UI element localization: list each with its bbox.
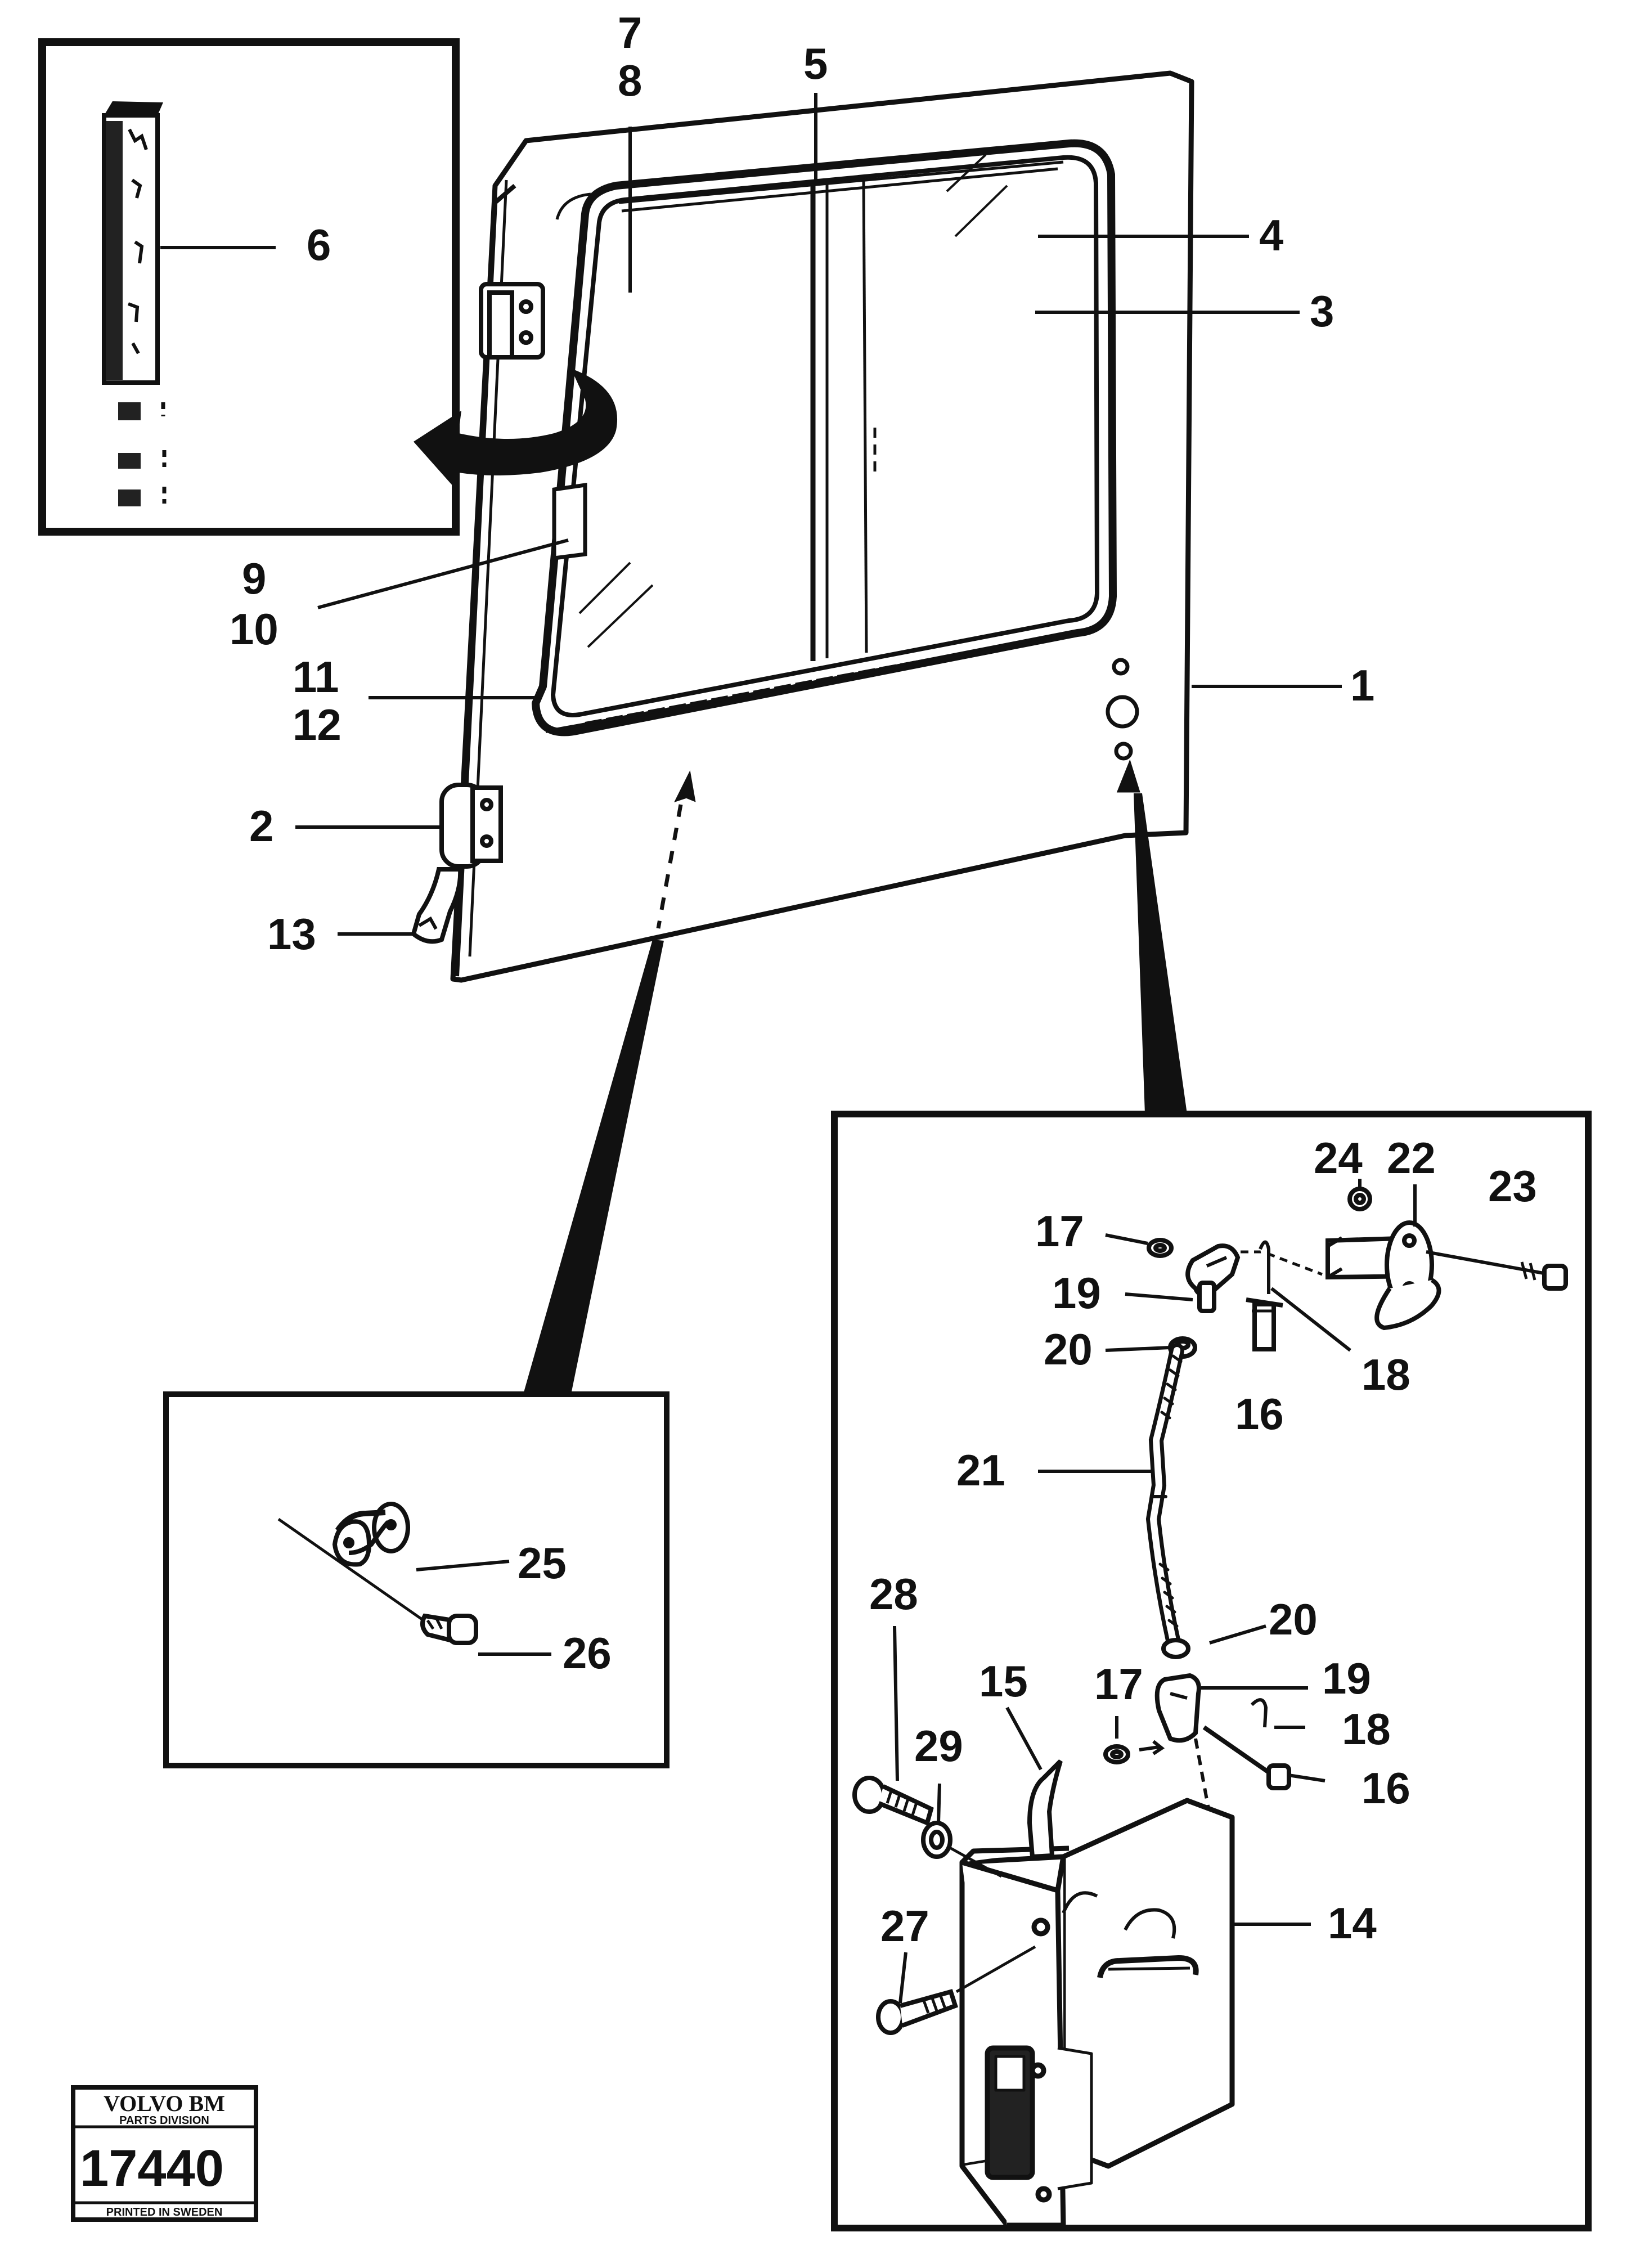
stamp-number: 17440 bbox=[80, 2140, 224, 2197]
callout-wedges bbox=[523, 793, 1187, 1394]
door-window bbox=[532, 139, 1117, 736]
callout-14: 14 bbox=[1328, 1898, 1377, 1948]
callout-6: 6 bbox=[307, 220, 331, 270]
lock-inset bbox=[831, 1111, 1592, 2231]
callout-17-upper: 17 bbox=[1035, 1206, 1084, 1256]
callout-17-lower: 17 bbox=[1094, 1659, 1143, 1709]
pointer-arrows bbox=[656, 759, 1140, 929]
callout-27: 27 bbox=[880, 1901, 929, 1951]
callout-8: 8 bbox=[618, 56, 642, 105]
callout-1: 1 bbox=[1350, 661, 1374, 710]
leader-lines bbox=[160, 93, 1417, 2004]
callout-2: 2 bbox=[249, 801, 273, 851]
lock-body-icon bbox=[959, 1798, 1235, 2228]
callout-9: 9 bbox=[242, 554, 266, 603]
callout-16-lower: 16 bbox=[1362, 1763, 1410, 1813]
lock-lever-icon bbox=[1027, 1759, 1063, 1860]
callout-18-lower: 18 bbox=[1342, 1704, 1391, 1754]
outer-handle-icon bbox=[1326, 1187, 1568, 1331]
callout-11: 11 bbox=[293, 652, 339, 702]
callout-22: 22 bbox=[1387, 1133, 1436, 1183]
callout-5: 5 bbox=[803, 39, 828, 88]
seal-strip-icon bbox=[102, 101, 167, 506]
callout-21: 21 bbox=[956, 1445, 1005, 1495]
callout-18-upper: 18 bbox=[1362, 1350, 1410, 1399]
upper-clevis-icon bbox=[1147, 1238, 1323, 1359]
seal-inset bbox=[38, 38, 460, 536]
callout-23: 23 bbox=[1488, 1161, 1537, 1211]
callout-15: 15 bbox=[979, 1656, 1028, 1706]
stamp-brand: VOLVO BM bbox=[104, 2091, 225, 2116]
volvo-bm-stamp: VOLVO BM PARTS DIVISION 17440 PRINTED IN… bbox=[71, 2085, 258, 2222]
stamp-division: PARTS DIVISION bbox=[119, 2114, 209, 2127]
door-tab-icon bbox=[552, 482, 587, 560]
callout-19-upper: 19 bbox=[1052, 1268, 1101, 1318]
stamp-printed: PRINTED IN SWEDEN bbox=[106, 2206, 223, 2218]
operating-rod-icon bbox=[1145, 1343, 1184, 1647]
callout-25: 25 bbox=[518, 1538, 567, 1588]
callout-4: 4 bbox=[1259, 210, 1283, 260]
callout-28: 28 bbox=[869, 1569, 918, 1619]
check-strap-icon bbox=[411, 867, 463, 944]
callout-29: 29 bbox=[914, 1721, 963, 1771]
callout-labels: 6 7 8 5 4 3 9 10 11 12 1 2 13 24 22 23 1… bbox=[230, 8, 1537, 1951]
callout-13: 13 bbox=[267, 909, 316, 959]
upper-hinge-icon bbox=[479, 282, 545, 360]
lock-holes bbox=[1106, 658, 1139, 761]
callout-19-lower: 19 bbox=[1322, 1654, 1371, 1703]
callout-20-lower: 20 bbox=[1269, 1595, 1318, 1644]
rotation-arrow-icon bbox=[414, 369, 618, 492]
callout-16-upper: 16 bbox=[1235, 1389, 1284, 1439]
lower-hinge-icon bbox=[439, 783, 503, 869]
callout-26: 26 bbox=[563, 1628, 612, 1678]
callout-7: 7 bbox=[618, 8, 642, 57]
handle-inset bbox=[163, 1391, 670, 1768]
fastener-screws-icon bbox=[852, 1776, 1036, 2035]
inner-handle-icon bbox=[277, 1502, 478, 1645]
callout-10: 10 bbox=[230, 604, 278, 654]
callout-12: 12 bbox=[293, 700, 342, 749]
callout-24: 24 bbox=[1314, 1133, 1363, 1183]
callout-20-upper: 20 bbox=[1044, 1324, 1093, 1374]
callout-3: 3 bbox=[1310, 286, 1334, 336]
